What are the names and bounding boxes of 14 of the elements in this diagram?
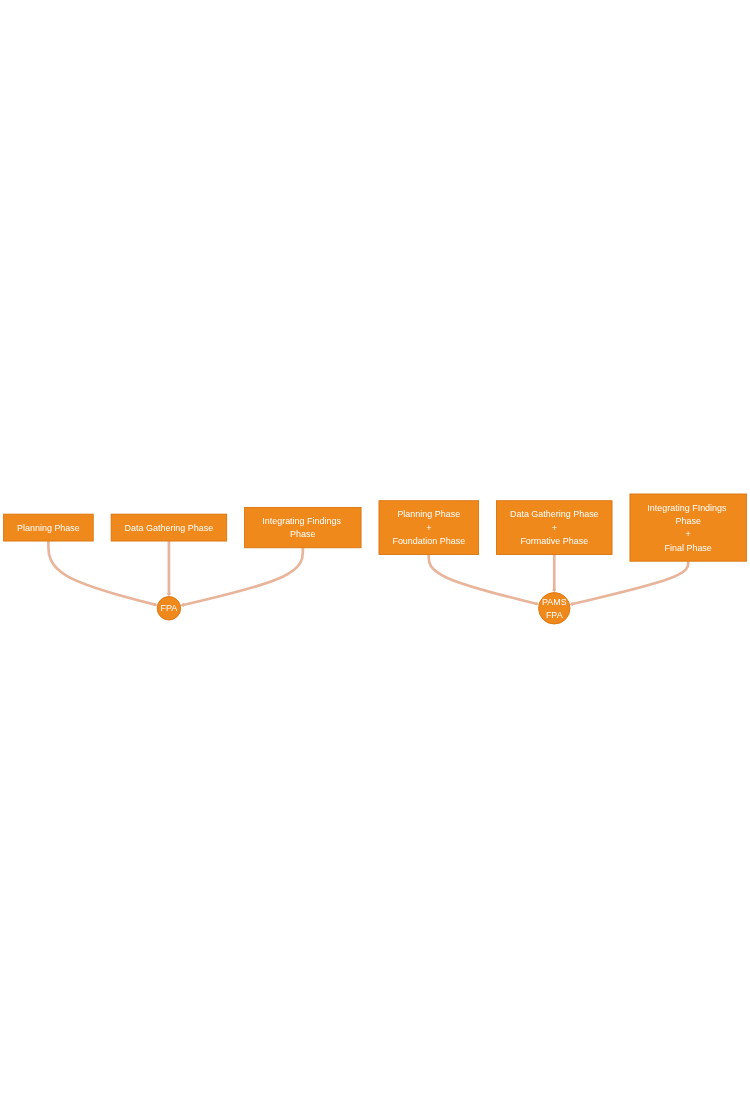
node-circle: FPA bbox=[156, 595, 182, 620]
arrow bbox=[427, 553, 540, 605]
node-box: Integrating Findings Phase bbox=[244, 506, 362, 548]
node-box: Data Gathering Phase bbox=[110, 513, 228, 541]
arrow bbox=[552, 553, 557, 593]
node-box: Integrating FIndings Phase + Final Phase bbox=[629, 493, 747, 562]
arrow bbox=[180, 547, 305, 607]
node-box: Data Gathering Phase + Formative Phase bbox=[496, 499, 613, 555]
node-box: Planning Phase + Foundation Phase bbox=[378, 499, 480, 555]
arrow bbox=[47, 540, 158, 606]
node-box: Planning Phase bbox=[3, 513, 94, 541]
arrow bbox=[166, 540, 171, 597]
arrow bbox=[569, 560, 690, 606]
node-circle: PAMS FPA bbox=[538, 591, 571, 624]
